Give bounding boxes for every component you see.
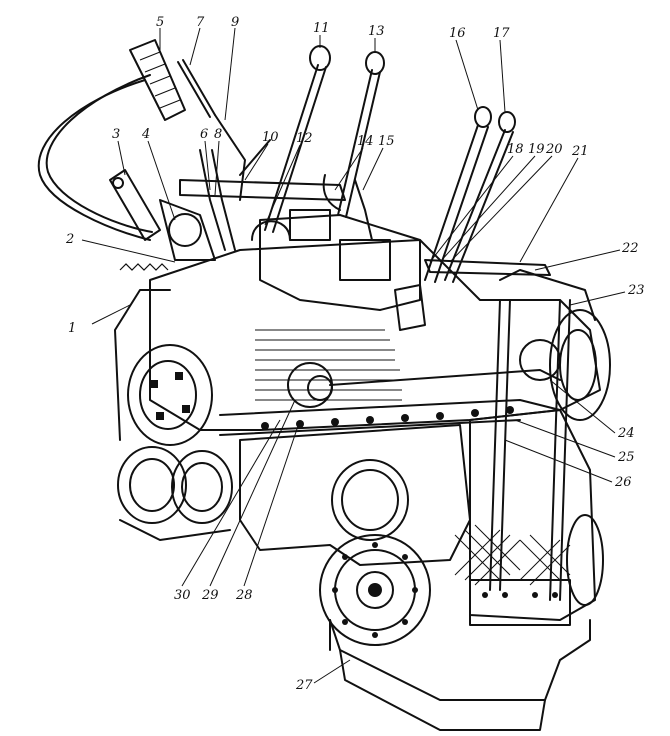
callout-24: 24 bbox=[617, 426, 635, 441]
rear-flange bbox=[319, 534, 431, 646]
callout-15: 15 bbox=[378, 134, 395, 149]
callout-10: 10 bbox=[262, 130, 279, 145]
callout-4: 4 bbox=[141, 127, 150, 142]
side-cover bbox=[331, 459, 409, 541]
callout-9: 9 bbox=[231, 15, 239, 30]
callout-2: 2 bbox=[65, 232, 74, 247]
callout-14: 14 bbox=[357, 134, 374, 149]
callout-29: 29 bbox=[201, 588, 219, 603]
pedal-rod bbox=[37, 79, 151, 241]
callout-17: 17 bbox=[493, 26, 510, 41]
flange-bolts bbox=[261, 406, 514, 430]
callout-labels: 1 2 3 4 5 6 7 8 9 10 11 12 13 14 15 16 1… bbox=[65, 15, 645, 693]
gearbox-housing bbox=[114, 239, 611, 731]
leader-lines bbox=[81, 27, 626, 684]
callout-20: 20 bbox=[545, 142, 563, 157]
callout-26: 26 bbox=[614, 475, 632, 490]
callout-27: 27 bbox=[295, 678, 313, 693]
callout-6: 6 bbox=[200, 127, 208, 142]
callout-11: 11 bbox=[313, 21, 330, 36]
callout-1: 1 bbox=[68, 321, 76, 336]
callout-12: 12 bbox=[296, 131, 313, 146]
right-flange bbox=[549, 309, 611, 421]
input-flange bbox=[127, 344, 213, 446]
callout-16: 16 bbox=[449, 26, 466, 41]
callout-18: 18 bbox=[507, 142, 524, 157]
callout-8: 8 bbox=[214, 127, 222, 142]
callout-21: 21 bbox=[571, 144, 589, 159]
callout-22: 22 bbox=[621, 241, 639, 256]
callout-5: 5 bbox=[156, 15, 164, 30]
callout-28: 28 bbox=[235, 588, 253, 603]
callout-23: 23 bbox=[627, 283, 645, 298]
control-levers bbox=[37, 39, 596, 626]
callout-13: 13 bbox=[368, 24, 385, 39]
callout-3: 3 bbox=[112, 127, 120, 142]
callout-7: 7 bbox=[196, 15, 205, 30]
callout-19: 19 bbox=[528, 142, 545, 157]
lower-left-cover bbox=[117, 446, 187, 524]
pedal bbox=[129, 39, 186, 121]
callout-30: 30 bbox=[174, 588, 191, 603]
callout-25: 25 bbox=[617, 450, 635, 465]
